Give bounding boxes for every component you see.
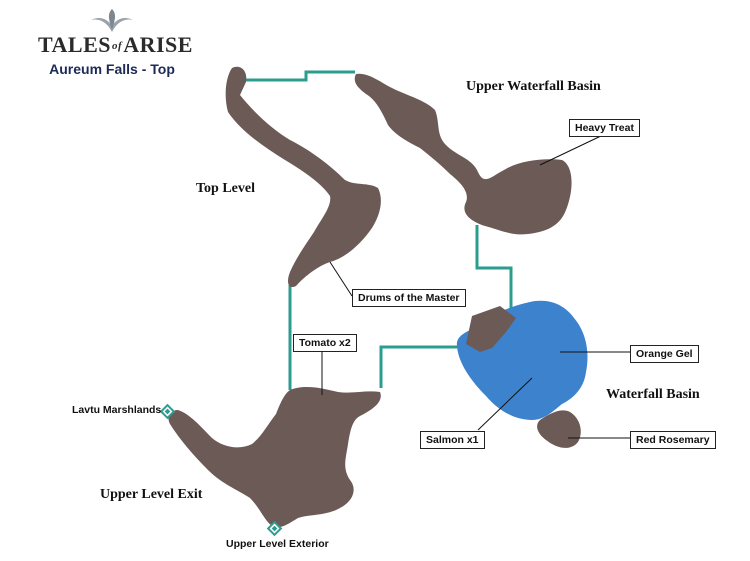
- game-title: TALESofARISE: [38, 32, 192, 57]
- leader-heavy-treat: [539, 134, 604, 166]
- map-name: Aureum Falls - Top: [49, 61, 175, 77]
- terrain-dock: [466, 306, 516, 352]
- callout-salmon[interactable]: Salmon x1: [420, 431, 485, 449]
- terrain-red-rosemary-spit: [537, 410, 581, 448]
- game-logo: TALESofARISE Aureum Falls - Top: [38, 8, 192, 77]
- area-label-top-level: Top Level: [196, 181, 255, 196]
- path-upper-basin-to-waterfall: [475, 225, 513, 310]
- leader-salmon: [477, 377, 533, 431]
- area-label-waterfall-basin: Waterfall Basin: [606, 387, 700, 402]
- feather-emblem-icon: [91, 9, 133, 32]
- exit-marker-icon-lavtu[interactable]: [159, 403, 176, 420]
- callout-tomato[interactable]: Tomato x2: [293, 334, 357, 352]
- exit-label-upper-level-exterior[interactable]: Upper Level Exterior: [226, 538, 329, 550]
- terrain-upper-level-exit: [168, 386, 381, 528]
- area-label-upper-waterfall-basin: Upper Waterfall Basin: [466, 79, 601, 94]
- exit-label-lavtu-marshlands[interactable]: Lavtu Marshlands: [72, 404, 162, 416]
- terrain-top-level: [225, 66, 381, 288]
- game-title-of: of: [112, 40, 123, 52]
- exit-marker-icon-exterior[interactable]: [266, 520, 283, 537]
- callout-heavy-treat[interactable]: Heavy Treat: [569, 119, 640, 137]
- game-title-part1: TALES: [38, 32, 112, 57]
- game-title-part2: ARISE: [123, 32, 193, 57]
- path-top-to-upper-basin: [246, 70, 355, 82]
- terrain-upper-waterfall-basin: [354, 73, 572, 235]
- leader-drums: [329, 261, 353, 297]
- callout-red-rosemary[interactable]: Red Rosemary: [630, 431, 716, 449]
- callout-drums-of-the-master[interactable]: Drums of the Master: [352, 289, 466, 307]
- area-label-upper-level-exit: Upper Level Exit: [100, 487, 203, 502]
- callout-orange-gel[interactable]: Orange Gel: [630, 345, 699, 363]
